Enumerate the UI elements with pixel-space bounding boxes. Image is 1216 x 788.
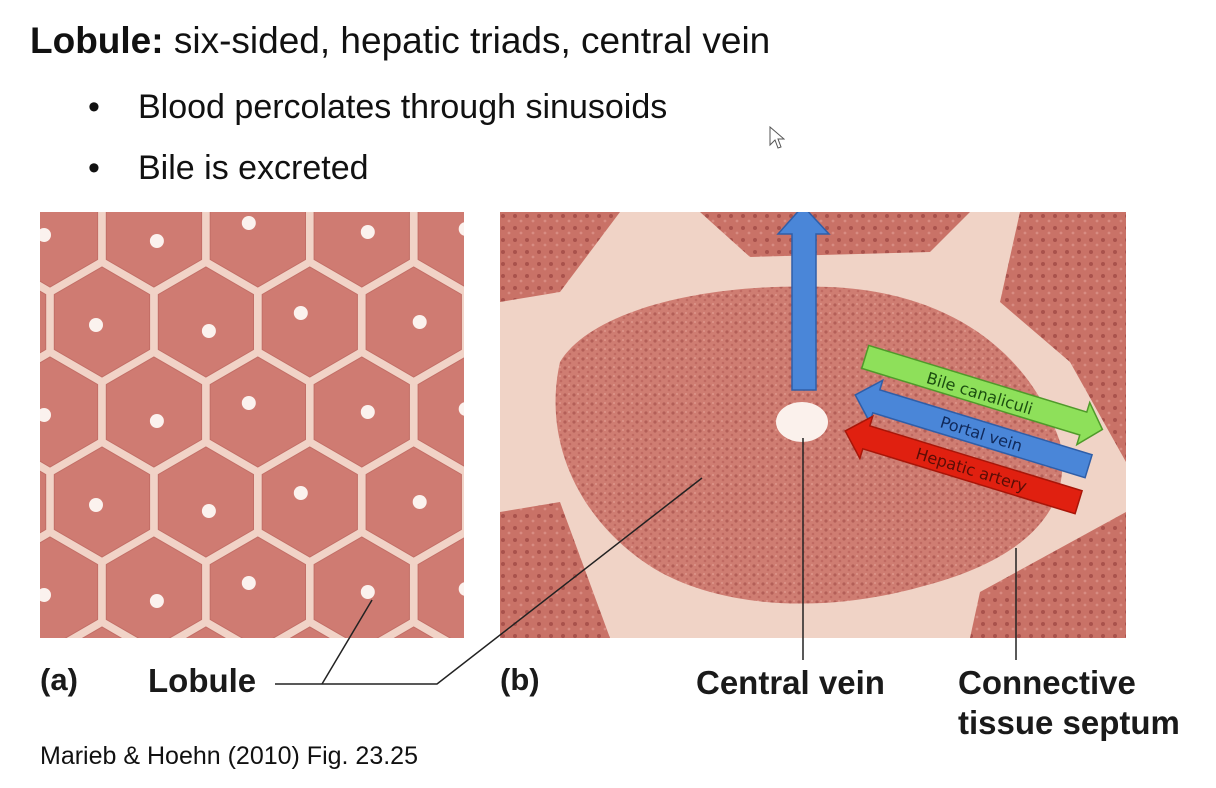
lobule-label: Lobule (148, 662, 257, 699)
central-vein-dot (360, 585, 375, 599)
central-vein-dot (458, 222, 464, 236)
central-vein-dot (458, 402, 464, 416)
septum-label-line2: tissue septum (958, 704, 1180, 741)
panel-a-micrograph (40, 212, 464, 638)
panel-a-label: (a) (40, 662, 78, 697)
lobule-hexagon (105, 212, 203, 288)
neighbor-lobule (1000, 212, 1126, 462)
panel-b-label: (b) (500, 662, 540, 697)
lobule-hexagon (209, 356, 306, 468)
central-vein-dot (241, 216, 256, 230)
bile-canaliculi-arrow (860, 344, 1104, 447)
lobule-grid (40, 212, 464, 638)
lobule-hexagon (40, 212, 99, 288)
bullet-item: • Blood percolates through sinusoids (88, 88, 667, 127)
lobule-hexagon (261, 266, 358, 378)
septum-label-line1: Connective (958, 664, 1136, 701)
lobule-hexagon (81, 626, 123, 638)
title-rest: six-sided, hepatic triads, central vein (163, 20, 771, 61)
lobule-leader-b (275, 477, 703, 685)
citation: Marieb & Hoehn (2010) Fig. 23.25 (40, 742, 418, 770)
lobule-hexagon (313, 536, 410, 638)
neighbor-lobule (970, 512, 1126, 638)
central-vein-dot (40, 588, 51, 602)
central-vein-dot (149, 594, 164, 608)
title-bold: Lobule: (30, 20, 164, 61)
central-vein-dot (293, 306, 308, 320)
lobule-hexagon (40, 356, 99, 468)
central-vein-dot (201, 324, 216, 338)
lobule-hexagon (417, 357, 464, 467)
lobule-hexagon (209, 536, 306, 638)
lobule-hexagon (313, 212, 410, 288)
bullet-dot: • (88, 149, 100, 187)
lobule-hexagon (417, 212, 464, 287)
lobule-hexagon (417, 537, 464, 638)
slide-title: Lobule: six-sided, hepatic triads, centr… (30, 20, 770, 62)
central-vein-dot (149, 234, 164, 248)
lobule-hexagon (157, 266, 254, 378)
central-vein-dot (241, 396, 256, 410)
bullet-item: • Bile is excreted (88, 149, 369, 188)
lobule-hexagon (105, 536, 203, 638)
central-vein-dot (241, 576, 256, 590)
central-vein-label: Central vein (696, 664, 885, 701)
central-vein-lumen (776, 402, 828, 442)
central-vein-dot (89, 318, 103, 332)
central-vein-dot (293, 486, 308, 500)
bullet-text: Bile is excreted (138, 149, 369, 187)
central-vein-dot (412, 315, 427, 329)
central-vein-dot (89, 498, 103, 512)
up-arrow (776, 212, 831, 391)
lobule-hexagon (40, 470, 47, 534)
lobule-hexagon (105, 356, 203, 468)
bullet-dot: • (88, 88, 100, 126)
central-vein-dot (458, 582, 464, 596)
neighbor-lobule (500, 502, 610, 638)
lobule-leader-a (321, 599, 373, 685)
central-vein-dot (40, 408, 51, 422)
bullet-text: Blood percolates through sinusoids (138, 88, 668, 126)
central-vein-dot (412, 495, 427, 509)
lobule-hexagon (40, 536, 99, 638)
central-vein-dot (360, 405, 375, 419)
neighbor-lobule (500, 212, 620, 302)
lobule-hexagon (261, 446, 358, 558)
panel-b-micrograph: Bile canaliculi Portal vein Hepatic arte… (500, 212, 1126, 638)
neighbor-lobule (700, 212, 970, 257)
central-vein-dot (149, 414, 164, 428)
lobule-hexagon (40, 290, 47, 354)
hepatic-artery-arrow (844, 414, 1084, 515)
lobule-hexagon (209, 212, 306, 288)
lobule-hexagon (157, 446, 254, 558)
lobule-hexagon (289, 626, 330, 638)
central-vein-dot (201, 504, 216, 518)
central-vein-dot (360, 225, 375, 239)
lobule-hexagon (185, 626, 226, 638)
mouse-cursor-icon (769, 126, 785, 149)
lobule-hexagon (393, 626, 434, 638)
central-vein-dot (40, 228, 51, 242)
